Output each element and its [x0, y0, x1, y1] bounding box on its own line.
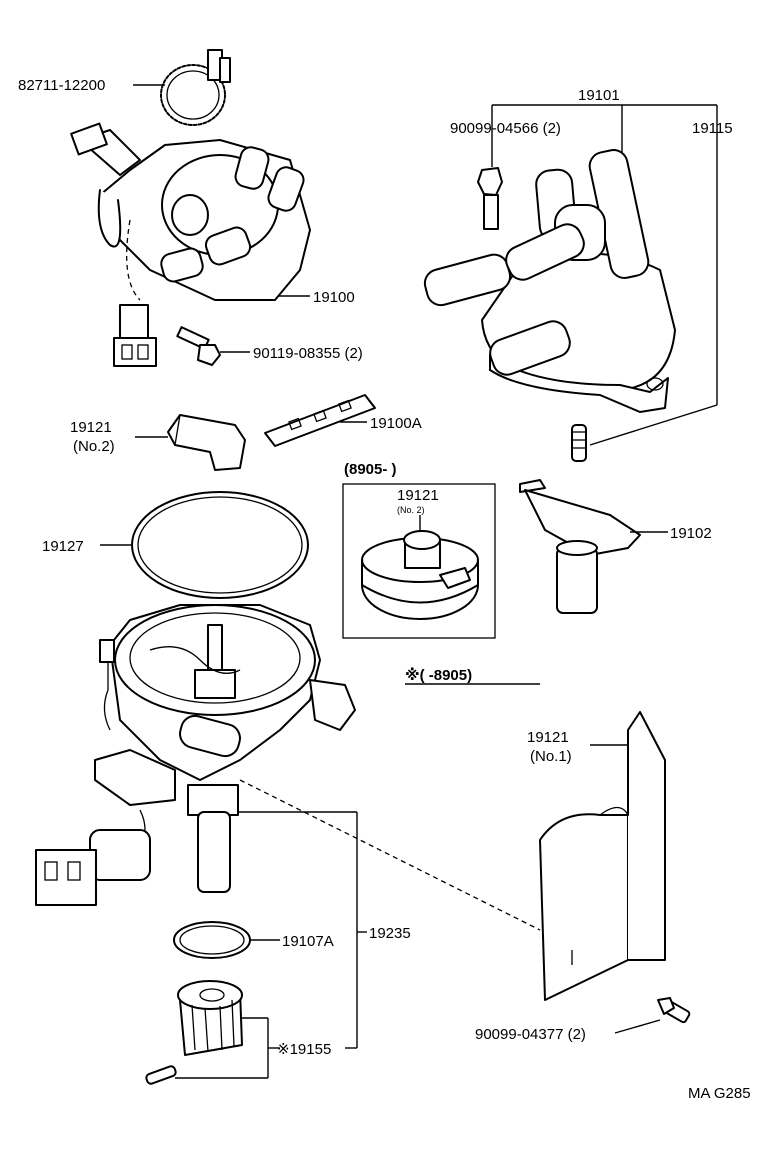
label-19101: 19101 — [578, 87, 620, 104]
distributor-assembly-part — [70, 122, 311, 301]
distributor-cap-part — [423, 149, 676, 413]
label-19121-no1-sub: (No.1) — [530, 748, 572, 765]
note-range: ※( -8905) — [405, 666, 472, 684]
diagram-code: MA G285 — [688, 1085, 751, 1102]
hose-clamp-part — [160, 49, 231, 126]
distributor-housing-part — [94, 604, 356, 893]
label-19121-no2: 19121 — [70, 419, 112, 436]
harness-connector-part — [35, 809, 151, 906]
inset-frame — [342, 483, 496, 639]
label-19100: 19100 — [313, 289, 355, 306]
label-19155: ※19155 — [277, 1041, 331, 1058]
label-19127: 19127 — [42, 538, 84, 555]
label-19102: 19102 — [670, 525, 712, 542]
label-19107A: 19107A — [282, 933, 334, 950]
bolt-90099-04377-part — [657, 997, 691, 1024]
label-19121-no2-sub: (No.2) — [73, 438, 115, 455]
inset-label-19121: 19121 — [397, 487, 439, 504]
inset-date-range: (8905- ) — [344, 461, 397, 478]
cover-19121-no2-part — [167, 414, 246, 471]
cover-19121-no1-part — [539, 711, 666, 1001]
label-90119-08355: 90119-08355 (2) — [253, 345, 363, 362]
label-82711-12200: 82711-12200 — [18, 77, 105, 94]
connector-part — [113, 304, 157, 367]
label-19115: 19115 — [692, 120, 733, 137]
bolt-90119-part — [176, 326, 221, 366]
label-sheet-19100a-part — [264, 394, 376, 447]
bolt-90099-04566-part — [477, 167, 503, 230]
drive-gear-19155-part — [145, 980, 243, 1085]
o-ring-19127-part — [131, 491, 309, 599]
spring-19115-part — [571, 424, 587, 462]
label-19235: 19235 — [369, 925, 411, 942]
o-ring-19107a-part — [173, 921, 251, 959]
label-19100A: 19100A — [370, 415, 422, 432]
inset-rotor-part — [361, 530, 479, 620]
label-19121-no1: 19121 — [527, 729, 569, 746]
label-90099-04377: 90099-04377 (2) — [475, 1026, 586, 1043]
rotor-19102-part — [519, 479, 641, 614]
label-90099-04566: 90099-04566 (2) — [450, 120, 561, 137]
inset-label-19121-sub: (No. 2) — [397, 505, 425, 515]
